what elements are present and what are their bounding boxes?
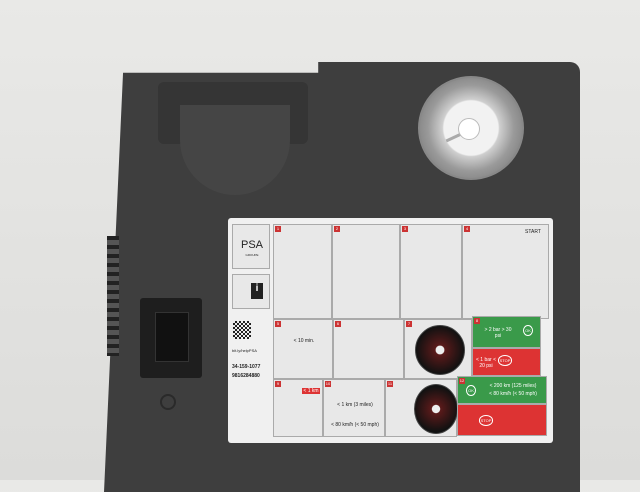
- pressure-gauge: [418, 76, 524, 180]
- step-10: 10 < 1 km (3 miles) < 80 km/h (< 50 mph): [323, 379, 385, 437]
- step-1: 1: [273, 224, 332, 319]
- step-7: 7: [404, 319, 472, 379]
- pressure-dial-2: [414, 384, 458, 434]
- step-8-ok: 8 > 2 bar > 30 psi OK: [472, 316, 541, 348]
- step-4: 4 START: [462, 224, 549, 319]
- step-12-ok: 12 OK < 200 km (125 miles) < 80 km/h (< …: [457, 376, 547, 404]
- step-8-stop: < 1 bar < 20 psi STOP: [472, 348, 541, 376]
- psa-logo: PSA GROUPE: [232, 224, 270, 269]
- step-5: 5 < 10 min.: [273, 319, 333, 379]
- manual-icon: i: [232, 274, 270, 309]
- step-9: 9 < 1 km: [273, 379, 323, 437]
- rocker-button[interactable]: [155, 312, 189, 362]
- step-12-stop: STOP: [457, 404, 547, 436]
- power-port: [160, 394, 176, 410]
- qr-code: [233, 321, 251, 339]
- pressure-dial: [415, 325, 465, 375]
- gauge-hub: [458, 118, 480, 140]
- instruction-label: PSA GROUPE i bit.ly/helpPSA 34-159-1077 …: [228, 218, 553, 443]
- step-11: 11: [385, 379, 458, 437]
- hose-holder: [180, 105, 290, 195]
- step-3: 3: [400, 224, 462, 319]
- step-6: 6: [333, 319, 404, 379]
- air-vents: [107, 236, 119, 356]
- step-2: 2: [332, 224, 400, 319]
